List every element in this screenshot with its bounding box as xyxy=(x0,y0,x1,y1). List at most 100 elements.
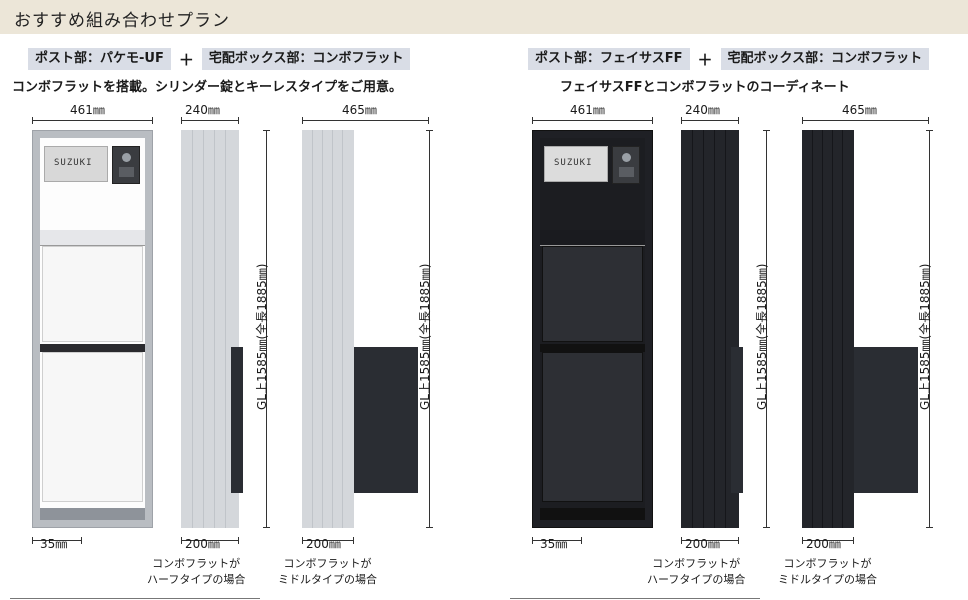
intercom xyxy=(112,146,140,184)
divider-bar xyxy=(40,344,145,352)
half-width-label: 240㎜ xyxy=(185,103,220,117)
dimension-line xyxy=(266,130,267,528)
dimension-line xyxy=(681,120,739,121)
upper-shelf xyxy=(540,230,645,246)
middle-pillar xyxy=(302,130,354,528)
dimension-tick xyxy=(581,537,582,544)
camera-icon xyxy=(622,153,631,162)
dimension-tick xyxy=(738,537,739,544)
middle-bottom-label: 200㎜ xyxy=(806,537,841,551)
dimension-line xyxy=(181,120,239,121)
brand-text: SUZUKI xyxy=(554,158,593,168)
dimension-line xyxy=(681,540,739,541)
name-plate xyxy=(44,146,108,182)
middle-pillar xyxy=(802,130,854,528)
dimension-tick xyxy=(32,117,33,124)
post-bottom-label: 35㎜ xyxy=(540,537,568,551)
combo-title: ポスト部：フェイサスFF＋宅配ボックス部：コンボフラット xyxy=(528,48,930,70)
pillar-groove xyxy=(214,130,215,528)
dimension-tick xyxy=(181,117,182,124)
middle-height-label: GL上1585㎜(全長1885㎜) xyxy=(918,263,932,410)
dimension-tick xyxy=(652,117,653,124)
pillar-groove xyxy=(822,130,823,528)
post-unit-frame: SUZUKI xyxy=(32,130,153,528)
post-part-label: ポスト部：フェイサスFF xyxy=(528,48,690,70)
dimension-line xyxy=(32,540,82,541)
delivery-part-label: 宅配ボックス部：コンボフラット xyxy=(201,48,411,70)
post-width-label: 461㎜ xyxy=(70,103,105,117)
plus-sign: ＋ xyxy=(697,50,713,69)
middle-height-label: GL上1585㎜(全長1885㎜) xyxy=(418,263,432,410)
dimension-tick xyxy=(681,537,682,544)
half-height-label: GL上1585㎜(全長1885㎜) xyxy=(755,263,769,410)
lower-door xyxy=(42,352,143,502)
bottom-rule xyxy=(510,598,760,599)
pillar-groove xyxy=(322,130,323,528)
pillar-groove xyxy=(703,130,704,528)
post-unit-frame: SUZUKI xyxy=(532,130,653,528)
post-part-label: ポスト部：パケモ-UF xyxy=(28,48,171,70)
dimension-line xyxy=(802,540,854,541)
brand-text: SUZUKI xyxy=(54,158,93,168)
middle-caption: コンボフラットが ミドルタイプの場合 xyxy=(278,557,377,586)
dimension-tick xyxy=(152,117,153,124)
dimension-tick xyxy=(738,117,739,124)
dimension-tick xyxy=(181,537,182,544)
middle-width-label: 465㎜ xyxy=(842,103,877,117)
half-delivery-box xyxy=(731,347,743,493)
divider-bar xyxy=(540,344,645,352)
dimension-tick xyxy=(763,527,770,528)
dimension-line xyxy=(532,120,653,121)
middle-delivery-box xyxy=(354,347,418,493)
pillar-groove xyxy=(692,130,693,528)
dimension-line xyxy=(929,130,930,528)
pillar-groove xyxy=(192,130,193,528)
post-width-label: 461㎜ xyxy=(570,103,605,117)
camera-icon xyxy=(122,153,131,162)
dimension-tick xyxy=(763,130,770,131)
pillar-groove xyxy=(714,130,715,528)
half-height-label: GL上1585㎜(全長1885㎜) xyxy=(255,263,269,410)
pillar-groove xyxy=(812,130,813,528)
dimension-tick xyxy=(81,537,82,544)
pillar-groove xyxy=(312,130,313,528)
upper-door xyxy=(42,246,143,342)
dimension-tick xyxy=(238,117,239,124)
dimension-tick xyxy=(353,537,354,544)
dimension-line xyxy=(766,130,767,528)
half-bottom-label: 200㎜ xyxy=(685,537,720,551)
pillar-groove xyxy=(332,130,333,528)
middle-delivery-box xyxy=(854,347,918,493)
dimension-tick xyxy=(532,537,533,544)
half-caption: コンボフラットが ハーフタイプの場合 xyxy=(647,557,746,586)
dimension-line xyxy=(302,540,354,541)
pillar-groove xyxy=(725,130,726,528)
dimension-tick xyxy=(802,537,803,544)
name-plate xyxy=(544,146,608,182)
combo-title: ポスト部：パケモ-UF＋宅配ボックス部：コンボフラット xyxy=(28,48,411,70)
upper-shelf xyxy=(40,230,145,246)
dimension-tick xyxy=(926,527,933,528)
pillar-groove xyxy=(203,130,204,528)
dimension-tick xyxy=(853,537,854,544)
dimension-tick xyxy=(302,117,303,124)
lower-door xyxy=(542,352,643,502)
dimension-tick xyxy=(32,537,33,544)
pillar-groove xyxy=(342,130,343,528)
dimension-tick xyxy=(238,537,239,544)
dimension-tick xyxy=(802,117,803,124)
dimension-tick xyxy=(928,117,929,124)
section-header: おすすめ組み合わせプラン xyxy=(0,0,968,34)
post-bottom-label: 35㎜ xyxy=(40,537,68,551)
upper-door xyxy=(542,246,643,342)
dimension-line xyxy=(532,540,582,541)
speaker-grille xyxy=(619,167,634,177)
dimension-tick xyxy=(926,130,933,131)
dimension-line xyxy=(429,130,430,528)
dimension-tick xyxy=(426,527,433,528)
middle-bottom-label: 200㎜ xyxy=(306,537,341,551)
dimension-tick xyxy=(532,117,533,124)
half-delivery-box xyxy=(231,347,243,493)
base-slot xyxy=(540,508,645,520)
base-slot xyxy=(40,508,145,520)
